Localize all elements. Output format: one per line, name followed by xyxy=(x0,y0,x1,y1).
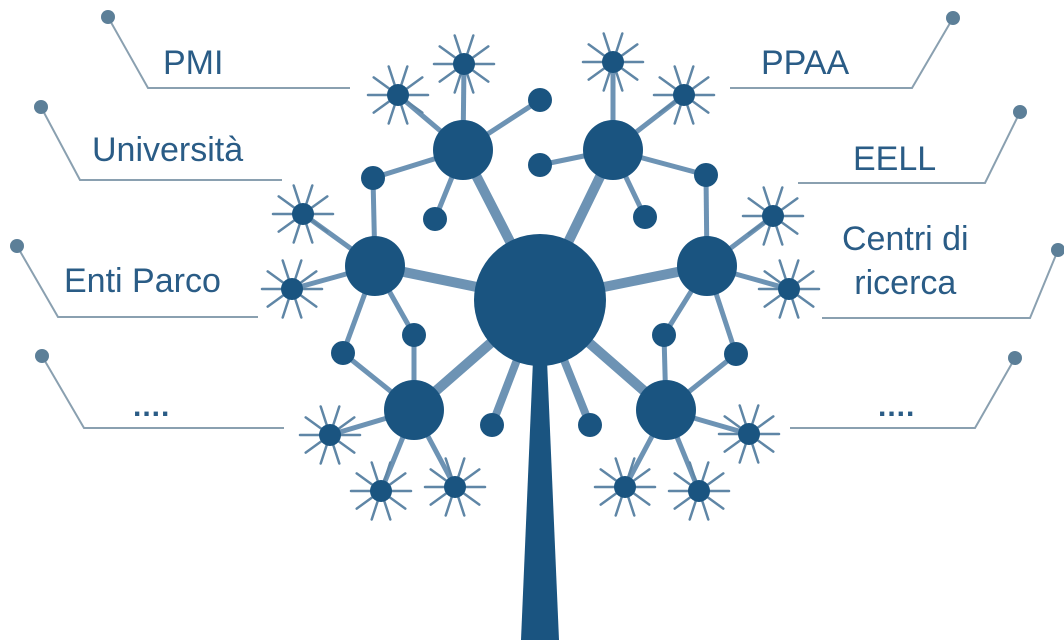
small-node xyxy=(361,166,385,190)
leader-line xyxy=(107,16,350,89)
seed-node xyxy=(292,203,314,225)
leader-line xyxy=(790,357,1016,429)
leader-line xyxy=(798,111,1021,184)
hub-node xyxy=(636,380,696,440)
hub-node xyxy=(433,120,493,180)
seed-node xyxy=(319,424,341,446)
leader-pin xyxy=(101,10,115,24)
small-node xyxy=(402,323,426,347)
tree-nodes xyxy=(281,51,800,502)
label-centri-line2: ricerca xyxy=(854,264,957,302)
hub-node xyxy=(677,236,737,296)
small-node xyxy=(528,88,552,112)
seed-node xyxy=(387,84,409,106)
label-centri-di-ricerca: Centri di ricerca xyxy=(842,220,969,302)
leader-pin xyxy=(10,239,24,253)
seed-node xyxy=(762,205,784,227)
small-node xyxy=(528,153,552,177)
seed-node xyxy=(453,53,475,75)
small-node xyxy=(331,341,355,365)
hub-node xyxy=(583,120,643,180)
label-more-right: .... xyxy=(878,390,916,423)
seed-node xyxy=(602,51,624,73)
leader-lines xyxy=(10,10,1064,429)
small-node xyxy=(694,163,718,187)
seed-node xyxy=(444,476,466,498)
small-node xyxy=(480,413,504,437)
label-more-left: .... xyxy=(133,390,171,423)
leader-line xyxy=(40,106,282,181)
seed-node xyxy=(738,423,760,445)
leader-pin xyxy=(34,100,48,114)
small-node xyxy=(652,323,676,347)
leader-pin xyxy=(946,11,960,25)
small-node xyxy=(423,207,447,231)
label-enti-parco: Enti Parco xyxy=(64,262,221,300)
leader-pin xyxy=(35,349,49,363)
leader-pin xyxy=(1013,105,1027,119)
small-node xyxy=(724,342,748,366)
seed-node xyxy=(673,84,695,106)
leader-line xyxy=(730,17,954,89)
hub-node xyxy=(384,380,444,440)
label-ppaa: PPAA xyxy=(761,44,850,82)
leader-pin xyxy=(1008,351,1022,365)
trunk xyxy=(521,360,559,640)
label-eell: EELL xyxy=(853,140,937,178)
seed-node xyxy=(370,480,392,502)
leader-pin xyxy=(1051,243,1064,257)
leader-line xyxy=(16,245,258,318)
center-node xyxy=(474,234,606,366)
label-centri-line1: Centri di xyxy=(842,220,969,258)
seed-node xyxy=(281,278,303,300)
small-node xyxy=(578,413,602,437)
small-node xyxy=(633,205,657,229)
seed-node xyxy=(688,480,710,502)
leader-line xyxy=(41,355,284,429)
seed-node xyxy=(614,476,636,498)
seed-node xyxy=(778,278,800,300)
label-universita: Università xyxy=(92,131,244,169)
leader-line xyxy=(822,249,1059,319)
hub-node xyxy=(345,236,405,296)
label-pmi: PMI xyxy=(163,44,224,82)
